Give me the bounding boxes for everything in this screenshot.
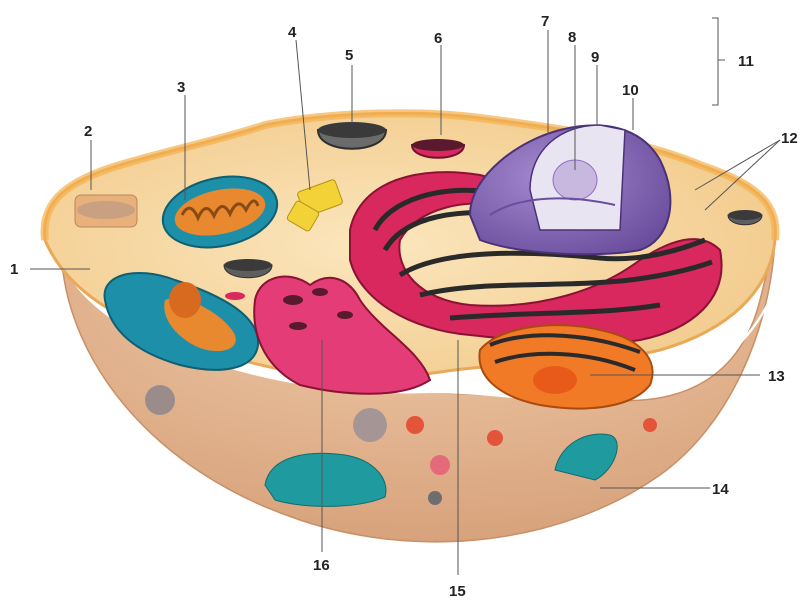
label-9: 9	[591, 49, 599, 66]
label-11: 11	[738, 53, 754, 70]
label-2: 2	[84, 123, 92, 140]
label-6: 6	[434, 30, 442, 47]
secretory-vesicle	[318, 122, 386, 149]
label-16: 16	[313, 557, 330, 574]
label-1: 1	[10, 261, 18, 278]
label-4: 4	[288, 24, 297, 41]
label-15: 15	[449, 583, 466, 600]
label-13: 13	[768, 368, 785, 385]
pinocytotic-vesicle	[75, 195, 137, 227]
label-7: 7	[541, 13, 549, 30]
label-8: 8	[568, 29, 576, 46]
label-12: 12	[781, 130, 798, 147]
label-3: 3	[177, 79, 185, 96]
lysosome	[412, 139, 464, 158]
label-14: 14	[712, 481, 729, 498]
label-10: 10	[622, 82, 639, 99]
label-5: 5	[345, 47, 353, 64]
